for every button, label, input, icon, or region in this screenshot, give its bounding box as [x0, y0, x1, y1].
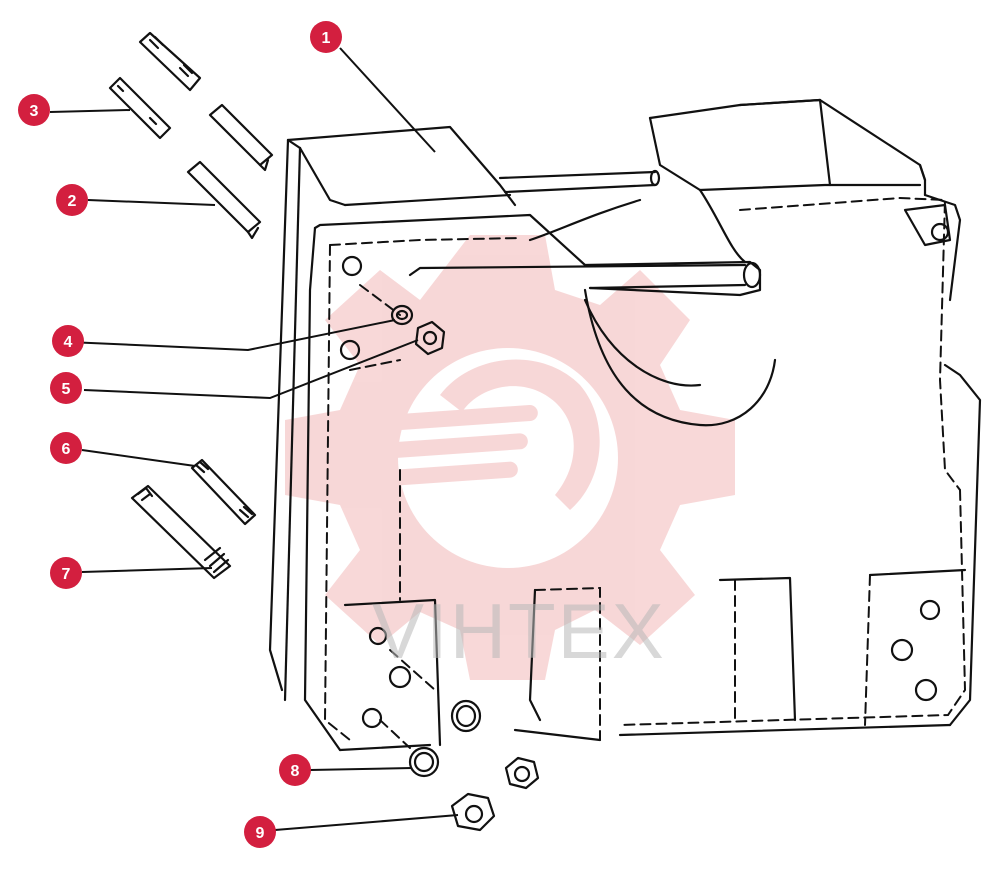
watermark-gear-logo [285, 235, 735, 680]
callout-4: 4 [52, 325, 84, 357]
bolts-parts-6-7 [130, 458, 257, 580]
callout-6: 6 [50, 432, 82, 464]
part-4-washer [390, 304, 414, 326]
callout-2: 2 [56, 184, 88, 216]
callout-5: 5 [50, 372, 82, 404]
housing-part-1 [268, 98, 982, 752]
callout-label: 3 [30, 103, 39, 120]
leader-lines [49, 47, 459, 831]
callout-3: 3 [18, 94, 50, 126]
callout-9: 9 [244, 816, 276, 848]
callout-label: 2 [68, 193, 77, 210]
callout-label: 9 [256, 825, 265, 842]
callout-7: 7 [50, 557, 82, 589]
part-8-washers [408, 699, 482, 778]
callout-label: 8 [291, 763, 300, 780]
callout-label: 1 [322, 30, 331, 47]
pins-parts-2-3 [108, 31, 274, 240]
callout-label: 6 [62, 441, 71, 458]
watermark-text: VIHTEX [372, 587, 666, 675]
part-9-nuts [450, 756, 540, 832]
callout-1: 1 [310, 21, 342, 53]
callout-label: 5 [62, 381, 71, 398]
callout-label: 4 [64, 334, 73, 351]
callout-label: 7 [62, 566, 71, 583]
part-5-nut [414, 320, 446, 356]
callout-8: 8 [279, 754, 311, 786]
